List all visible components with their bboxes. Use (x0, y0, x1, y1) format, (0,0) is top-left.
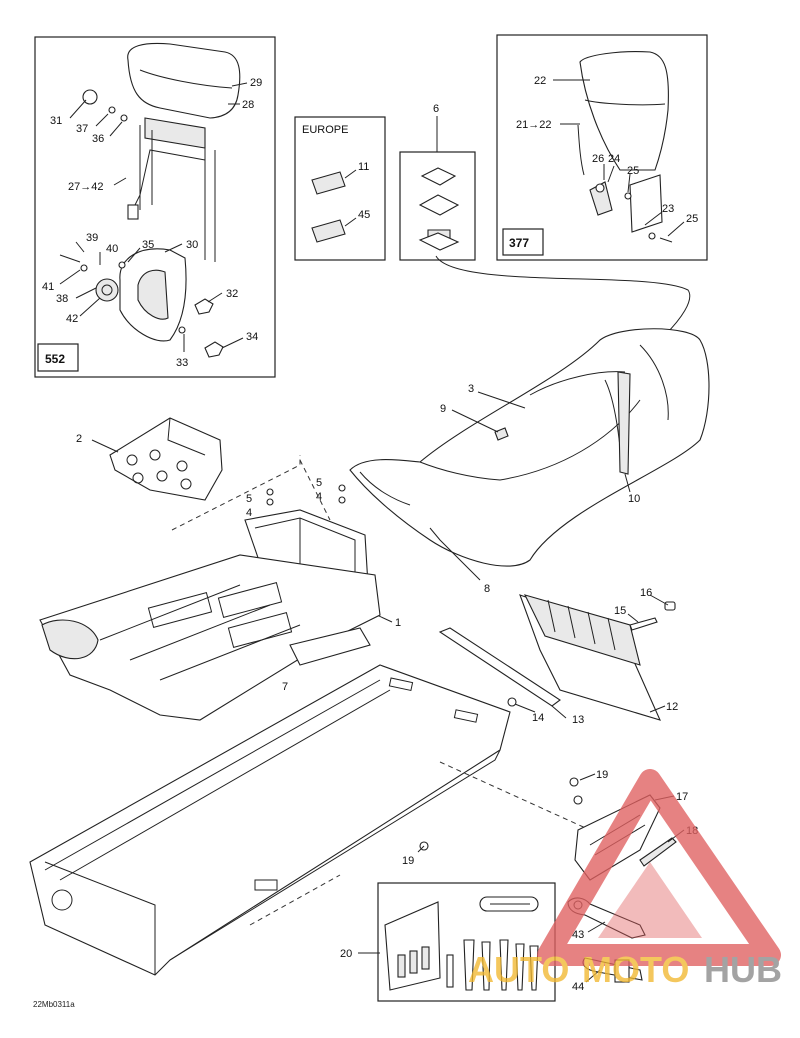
callout-25b: 25 (686, 213, 698, 225)
inset-frame-552 (34, 36, 276, 378)
callout-5b: 5 (316, 477, 322, 489)
callout-24: 24 (608, 153, 620, 165)
callout-16: 16 (640, 587, 652, 599)
callout-40: 40 (106, 243, 118, 255)
chassis-frame (39, 554, 381, 721)
callout-35: 35 (142, 239, 154, 251)
callout-36: 36 (92, 133, 104, 145)
callout-31: 31 (50, 115, 62, 127)
callout-25a: 25 (627, 165, 639, 177)
callout-19b: 19 (402, 855, 414, 867)
callout-5a: 5 (246, 493, 252, 505)
inset-frame-6 (399, 151, 476, 261)
callout-28: 28 (242, 99, 254, 111)
callout-lines-377 (553, 79, 685, 237)
callout-7: 7 (282, 681, 288, 693)
box-552-tag (37, 343, 79, 372)
callout-37: 37 (76, 123, 88, 135)
callout-13: 13 (572, 714, 584, 726)
callout-19a: 19 (596, 769, 608, 781)
callout-10: 10 (628, 493, 640, 505)
callout-17: 17 (676, 791, 688, 803)
watermark-logo: AUTO MOTO HUB (468, 769, 782, 990)
callout-11: 11 (358, 161, 369, 173)
callout-6: 6 (433, 103, 439, 115)
hardware-4-5 (266, 484, 346, 506)
box-552-label: 552 (45, 352, 65, 366)
callout-26: 26 (592, 153, 604, 165)
callout-15: 15 (614, 605, 626, 617)
europe-label: EUROPE (302, 124, 348, 136)
toolkit-20 (384, 896, 539, 991)
tray-part-2 (109, 417, 223, 501)
inset-frame-europe (294, 116, 386, 261)
callout-34: 34 (246, 331, 258, 343)
callout-33: 33 (176, 357, 188, 369)
callout-22: 22 (534, 75, 546, 87)
callout-9: 9 (440, 403, 446, 415)
callout-12: 12 (666, 701, 678, 713)
callout-43: 43 (572, 929, 584, 941)
callout-45: 45 (358, 209, 370, 221)
watermark-text-moto: MOTO (582, 949, 689, 990)
strip-13 (438, 627, 561, 707)
europe-parts (311, 169, 357, 243)
callouts-552: 29 28 31 37 36 27→42 39 40 35 30 41 38 4… (42, 77, 262, 369)
flap-12 (519, 594, 661, 721)
box-377-label: 377 (509, 236, 529, 250)
callout-23: 23 (662, 203, 674, 215)
inset-frame-377 (496, 34, 708, 261)
callout-lines-seat (429, 391, 631, 581)
callout-21: 21→22 (516, 119, 551, 131)
callout-lines-552 (59, 82, 248, 352)
box-377-tag (502, 228, 544, 256)
callout-44: 44 (572, 981, 584, 993)
watermark-text-hub: HUB (704, 949, 782, 990)
part-6-components (418, 167, 460, 251)
backrest-assembly (59, 42, 241, 358)
callout-20: 20 (340, 948, 352, 960)
tunnel (29, 664, 591, 976)
callout-32: 32 (226, 288, 238, 300)
hardware-14-15-16 (507, 601, 676, 707)
callout-38: 38 (56, 293, 68, 305)
callout-39: 39 (86, 232, 98, 244)
callout-8: 8 (484, 583, 490, 595)
callout-1: 1 (395, 617, 401, 629)
callout-14: 14 (532, 712, 544, 724)
callout-27: 27→42 (68, 181, 103, 193)
callout-29: 29 (250, 77, 262, 89)
backrest-377 (577, 51, 673, 243)
callout-2: 2 (76, 433, 82, 445)
callout-42: 42 (66, 313, 78, 325)
callout-30: 30 (186, 239, 198, 251)
seat-assembly (349, 328, 710, 567)
watermark-text-auto: AUTO (468, 949, 569, 990)
callout-3: 3 (468, 383, 474, 395)
drawing-code: 22Mb0311a (33, 1000, 75, 1009)
callout-4b: 4 (316, 491, 322, 503)
callout-41: 41 (42, 281, 54, 293)
callout-lines-flap (514, 594, 669, 719)
callout-4a: 4 (246, 507, 252, 519)
